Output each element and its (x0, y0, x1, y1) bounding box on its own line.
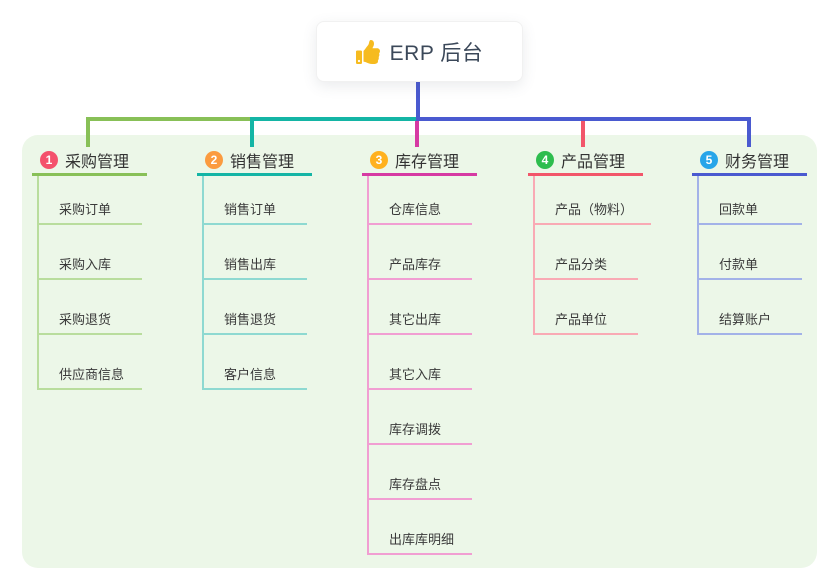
connector-drop-finance (747, 117, 751, 147)
branch-inventory-title: 库存管理 (395, 154, 460, 171)
connector-bus-green-line (86, 117, 252, 121)
root-node[interactable]: ERP 后台 (316, 21, 523, 82)
badge-4: 4 (536, 151, 554, 169)
thumbs-up-icon (355, 39, 380, 64)
node-purchase-inbound[interactable]: 采购入库 (39, 225, 142, 280)
node-supplier-info[interactable]: 供应商信息 (39, 335, 143, 390)
node-stock-count[interactable]: 库存盘点 (369, 445, 472, 500)
node-product-stock[interactable]: 产品库存 (369, 225, 472, 280)
node-other-outbound[interactable]: 其它出库 (369, 280, 472, 335)
branch-finance-title: 财务管理 (725, 154, 790, 171)
root-node-title: ERP 后台 (389, 41, 484, 65)
node-sales-outbound[interactable]: 销售出库 (204, 225, 307, 280)
branch-finance-header[interactable]: 5 财务管理 (692, 147, 807, 176)
badge-5: 5 (700, 151, 718, 169)
branch-purchase-title: 采购管理 (65, 154, 130, 171)
branch-product-title: 产品管理 (561, 154, 626, 171)
node-customer-info[interactable]: 客户信息 (204, 335, 307, 390)
connector-trunk-line (416, 82, 420, 121)
branch-product: 4 产品管理 产品（物料） 产品分类 产品单位 (528, 147, 652, 335)
branch-sales-header[interactable]: 2 销售管理 (197, 147, 312, 176)
badge-1: 1 (40, 151, 58, 169)
branches-background-panel (22, 135, 817, 568)
connector-drop-sales (250, 117, 254, 147)
branch-inventory-header[interactable]: 3 库存管理 (362, 147, 477, 176)
connector-bus-blue-line (416, 117, 751, 121)
connector-bus-teal-line (250, 117, 418, 121)
node-product-unit[interactable]: 产品单位 (535, 280, 638, 335)
connector-drop-inventory (415, 121, 419, 147)
node-payment-bill[interactable]: 付款单 (699, 225, 802, 280)
branch-inventory-children: 仓库信息 产品库存 其它出库 其它入库 库存调拨 库存盘点 出库库明细 (367, 176, 473, 555)
branch-product-children: 产品（物料） 产品分类 产品单位 (533, 176, 652, 335)
node-purchase-order[interactable]: 采购订单 (39, 176, 142, 225)
badge-2: 2 (205, 151, 223, 169)
branch-purchase-children: 采购订单 采购入库 采购退货 供应商信息 (37, 176, 143, 390)
branch-sales: 2 销售管理 销售订单 销售出库 销售退货 客户信息 (197, 147, 312, 390)
node-outbound-detail[interactable]: 出库库明细 (369, 500, 473, 555)
badge-3: 3 (370, 151, 388, 169)
branch-inventory: 3 库存管理 仓库信息 产品库存 其它出库 其它入库 库存调拨 库存盘点 出库库… (362, 147, 477, 555)
branch-finance: 5 财务管理 回款单 付款单 结算账户 (692, 147, 807, 335)
node-stock-transfer[interactable]: 库存调拨 (369, 390, 472, 445)
branch-purchase-header[interactable]: 1 采购管理 (32, 147, 147, 176)
connector-drop-purchase (86, 117, 90, 147)
node-sales-return[interactable]: 销售退货 (204, 280, 307, 335)
node-purchase-return[interactable]: 采购退货 (39, 280, 142, 335)
branch-sales-children: 销售订单 销售出库 销售退货 客户信息 (202, 176, 307, 390)
branch-sales-title: 销售管理 (230, 154, 295, 171)
branch-purchase: 1 采购管理 采购订单 采购入库 采购退货 供应商信息 (32, 147, 147, 390)
node-warehouse-info[interactable]: 仓库信息 (369, 176, 472, 225)
node-settlement-account[interactable]: 结算账户 (699, 280, 802, 335)
node-sales-order[interactable]: 销售订单 (204, 176, 307, 225)
branch-product-header[interactable]: 4 产品管理 (528, 147, 643, 176)
connector-drop-product (581, 121, 585, 147)
node-product-material[interactable]: 产品（物料） (535, 176, 652, 225)
node-product-category[interactable]: 产品分类 (535, 225, 638, 280)
node-receipt-bill[interactable]: 回款单 (699, 176, 802, 225)
branch-finance-children: 回款单 付款单 结算账户 (697, 176, 802, 335)
node-other-inbound[interactable]: 其它入库 (369, 335, 472, 390)
